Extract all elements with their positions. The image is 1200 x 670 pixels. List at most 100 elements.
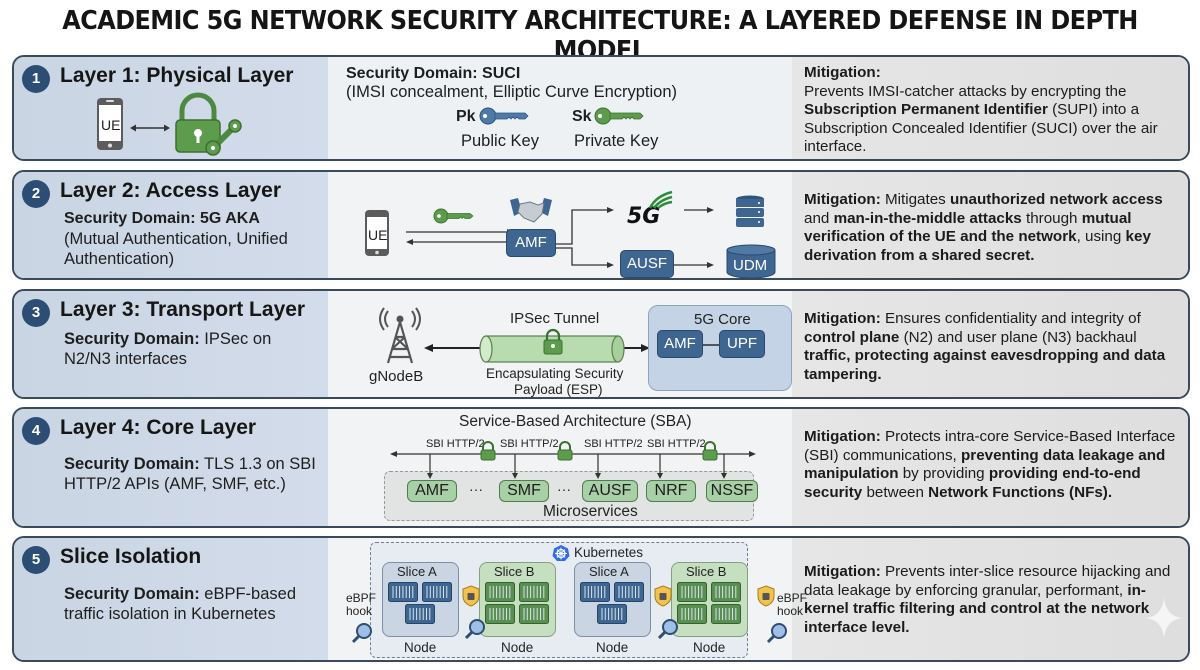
mitigation-part: (N2) and user plane (N3) backhaul	[899, 328, 1137, 346]
mitigation-part-bold: control plane	[804, 328, 900, 346]
sbi-label: SBI HTTP/2	[584, 438, 643, 450]
layer-3-right	[792, 291, 1188, 397]
layer-1-middle	[328, 57, 792, 159]
layer-3-left	[14, 291, 328, 397]
layer-4-right	[792, 409, 1188, 526]
security-domain-detail: (Mutual Authentication, Unified Authenti…	[64, 230, 288, 268]
private-key-label: Private Key	[574, 132, 659, 150]
node-label: Node	[404, 640, 437, 655]
mitigation-text: Mitigation: Mitigates unauthorized netwo…	[804, 191, 1176, 265]
mitigation-part-bold: Network Functions (NFs).	[928, 483, 1113, 501]
layer-1-right	[792, 57, 1188, 159]
layer-number-badge: 4	[22, 417, 50, 445]
padlock-icon	[557, 441, 573, 461]
security-domain-detail: eBPF-based traffic isolation in Kubernet…	[64, 585, 297, 623]
public-key-icon	[479, 107, 529, 125]
layer-title: Slice Isolation	[60, 545, 202, 568]
security-domain: Security Domain: eBPF-based traffic isol…	[64, 584, 324, 624]
mitigation-text: Mitigation: Prevents inter-slice resourc…	[804, 563, 1176, 637]
layer-5-right	[792, 538, 1188, 660]
mitigation-part: Mitigates	[880, 191, 950, 208]
container-icon	[519, 604, 549, 624]
container-icon	[677, 582, 707, 602]
layer-2-panel: 2 Layer 2: Access Layer Security Domain:…	[12, 170, 1190, 280]
mitigation-part-bold: key derivation from a shared secret.	[804, 228, 1151, 264]
mitigation-part: Prevents inter-slice resource hijacking …	[804, 563, 1171, 599]
shield-icon	[462, 585, 480, 607]
container-icon	[711, 582, 741, 602]
mitigation-lead: Mitigation:	[804, 191, 881, 208]
layer-1-panel: 1 Layer 1: Physical Layer UE Security Do…	[12, 55, 1190, 161]
security-domain-label: Security Domain: SUCI	[346, 65, 521, 82]
handshake-icon	[510, 198, 552, 223]
mitigation-part-bold: mutual verification of the UE and the ne…	[804, 209, 1132, 246]
ebpf-hook-label: eBPF	[346, 591, 377, 605]
mitigation-text: Mitigation: Protects intra-core Service-…	[804, 428, 1176, 502]
sbi-label: SBI HTTP/2	[426, 438, 485, 450]
security-domain-label: Security Domain:	[64, 330, 200, 348]
mitigation-part-bold: providing end-to-end security	[804, 465, 1141, 501]
private-key-icon	[594, 107, 644, 125]
layer-title: Layer 3: Transport Layer	[60, 298, 306, 321]
sparkle-icon	[1146, 598, 1182, 638]
security-domain-label: Security Domain:	[64, 585, 200, 603]
sbi-label: SBI HTTP/2	[647, 438, 706, 450]
core-link	[702, 344, 726, 346]
magnifier-icon	[657, 619, 678, 640]
padlock-icon	[702, 441, 718, 461]
layer-1-left	[14, 57, 328, 159]
security-domain-label: Security Domain:	[64, 455, 200, 473]
node-label: Node	[596, 640, 629, 655]
mitigation-part-bold: preventing data leakage and manipulation	[804, 446, 1166, 483]
signal-waves-icon	[648, 190, 673, 209]
mitigation-part-bold: man-in-the-middle attacks	[833, 209, 1022, 227]
magnifier-icon	[464, 619, 485, 640]
mitigation-part-bold: Subscription Permanent Identifier	[804, 101, 1048, 118]
udm-cylinder	[726, 244, 776, 278]
microservices-label: Microservices	[543, 503, 638, 520]
layer-3-panel: 3 Layer 3: Transport Layer Security Doma…	[12, 289, 1190, 399]
tunnel-title: IPSec Tunnel	[510, 310, 600, 327]
gnodeb-label: gNodeB	[369, 368, 424, 385]
sbi-bus	[390, 451, 756, 479]
key-icon	[205, 119, 242, 156]
ue-label: UE	[368, 227, 388, 243]
mitigation-part: Prevents IMSI-catcher attacks by encrypt…	[804, 82, 1127, 100]
amf-node: AMF	[657, 330, 703, 358]
container-icon	[485, 582, 515, 602]
ebpf-hook-label: eBPF	[777, 591, 808, 605]
security-domain-detail: (IMSI concealment, Elliptic Curve Encryp…	[346, 83, 678, 101]
mitigation-part-bold: traffic, protecting against eavesdroppin…	[804, 347, 1166, 383]
kubernetes-icon	[552, 545, 570, 561]
private-key-tag: Sk	[572, 108, 592, 125]
ue-label: UE	[101, 117, 121, 133]
mitigation-lead: Mitigation:	[804, 64, 881, 81]
container-icon	[597, 604, 627, 624]
service-smf: SMF	[499, 480, 549, 502]
layer-number-badge: 2	[22, 180, 50, 208]
mitigation-part: through	[1021, 209, 1082, 227]
container-icon	[405, 604, 435, 624]
security-domain: Security Domain: IPSec on N2/N3 interfac…	[64, 329, 314, 369]
smartphone-icon	[365, 210, 389, 256]
layer-title: Layer 4: Core Layer	[60, 416, 257, 439]
service-nrf: NRF	[646, 480, 696, 502]
kubernetes-label: Kubernetes	[574, 545, 644, 560]
double-arrow-icon	[130, 124, 170, 132]
node-label: Node	[693, 640, 726, 655]
container-icon	[711, 604, 741, 624]
mitigation-lead: Mitigation:	[804, 428, 881, 445]
flow-arrows	[406, 207, 714, 268]
mitigation-part: between	[862, 483, 929, 501]
ellipsis: ···	[557, 481, 571, 497]
layer-4-panel: 4 Layer 4: Core Layer Security Domain: T…	[12, 407, 1190, 528]
public-key-label: Public Key	[461, 132, 539, 150]
database-icon	[736, 195, 764, 227]
security-domain-label: Security Domain: 5G AKA	[64, 210, 260, 227]
mitigation-text: Mitigation:Prevents IMSI-catcher attacks…	[804, 64, 1176, 157]
ebpf-hook-label: hook	[777, 604, 804, 618]
layer-5-panel: 5 Slice Isolation Security Domain: eBPF-…	[12, 536, 1190, 662]
container-icon	[580, 582, 610, 602]
amf-node: AMF	[506, 229, 556, 257]
mitigation-part: Protects intra-core Service-Based Interf…	[804, 428, 1176, 464]
